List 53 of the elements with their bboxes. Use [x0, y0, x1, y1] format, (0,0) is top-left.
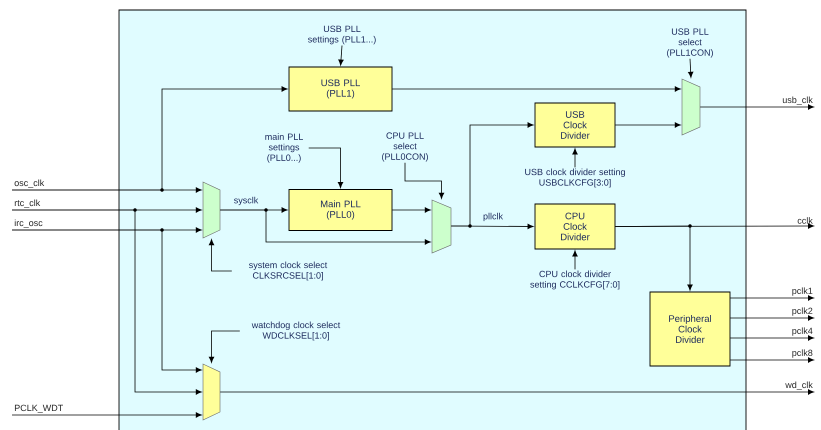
setting-label: CPU clock divider setting CCLKCFG[7:0]: [530, 270, 620, 290]
arrow: [450, 122, 534, 226]
multiplexer: [682, 78, 700, 136]
arrow: [338, 45, 344, 66]
multiplexer: [202, 182, 220, 238]
arrow: [730, 295, 814, 301]
function-block: USB PLL (PLL1): [288, 66, 392, 112]
function-block: Main PLL (PLL0): [288, 189, 392, 231]
signal-label: pclk1: [792, 287, 812, 296]
setting-label: watchdog clock select WDCLKSEL[1:0]: [252, 322, 340, 340]
multiplexer: [432, 200, 452, 254]
arrow: [308, 148, 344, 188]
arrow: [615, 226, 693, 290]
setting-label: CPU PLL select (PLL0CON): [382, 132, 428, 162]
arrow: [615, 122, 681, 128]
arrow: [572, 148, 578, 168]
signal-label: pclk8: [792, 349, 812, 358]
arrow: [572, 250, 578, 270]
multiplexer: [202, 364, 220, 420]
arrow: [404, 162, 444, 199]
arrow: [220, 210, 431, 245]
setting-label: main PLL settings (PLL0...): [265, 133, 303, 163]
signal-label: pclk2: [792, 307, 812, 316]
arrow: [208, 330, 240, 363]
signal-label: pclk4: [792, 327, 813, 336]
setting-label: USB PLL settings (PLL1...): [308, 26, 376, 44]
signal-label: rtc_clk: [14, 199, 40, 208]
arrow: [730, 315, 814, 321]
signal-label: wd_clk: [785, 381, 813, 390]
signal-label: osc_clk: [14, 179, 44, 188]
arrow: [730, 335, 814, 341]
arrow: [220, 389, 814, 395]
setting-label: USB PLL select (PLL1CON): [667, 28, 713, 58]
setting-label: system clock select CLKSRCSEL[1:0]: [249, 262, 328, 280]
signal-label: irc_osc: [14, 219, 42, 228]
arrow: [730, 357, 814, 363]
arrow: [688, 58, 694, 78]
arrow: [392, 86, 681, 92]
function-block: Peripheral Clock Divider: [650, 292, 730, 366]
arrow: [208, 239, 232, 272]
signal-label: usb_clk: [782, 96, 813, 105]
arrow: [12, 230, 202, 373]
signal-label: cclk: [798, 217, 813, 224]
arrow: [700, 104, 814, 110]
arrow: [12, 210, 202, 395]
signal-label: PCLK_WDT: [14, 404, 63, 413]
arrow: [12, 412, 202, 418]
arrow: [392, 207, 431, 213]
function-block: CPU Clock Divider: [534, 204, 616, 250]
arrow: [12, 86, 288, 190]
setting-label: USB clock divider setting USBCLKCFG[3:0]: [525, 168, 625, 188]
function-block: USB Clock Divider: [534, 102, 616, 148]
edge-label: pllclk: [482, 212, 504, 222]
